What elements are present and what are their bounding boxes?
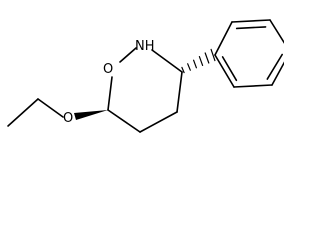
ring-oxygen-label: O xyxy=(103,62,113,77)
bond-n-c3 xyxy=(151,49,183,73)
bond-c5-c6 xyxy=(107,109,141,133)
bond-c3-c4 xyxy=(176,71,183,113)
ethyl-group xyxy=(7,98,64,127)
ether-oxygen-label: O xyxy=(63,111,73,126)
hashed-wedge-bond-c3-phenyl xyxy=(181,48,216,74)
bond-c6-o xyxy=(107,76,113,111)
solid-wedge-bond-c6-o xyxy=(74,110,108,120)
oxazinane-ring xyxy=(107,47,183,133)
bond-o-n xyxy=(119,47,137,63)
bond-c4-c5 xyxy=(139,111,178,133)
molecule-structure: O NH O xyxy=(7,19,284,133)
ring-nitrogen-label: NH xyxy=(135,39,155,54)
phenyl-ring xyxy=(214,19,284,88)
